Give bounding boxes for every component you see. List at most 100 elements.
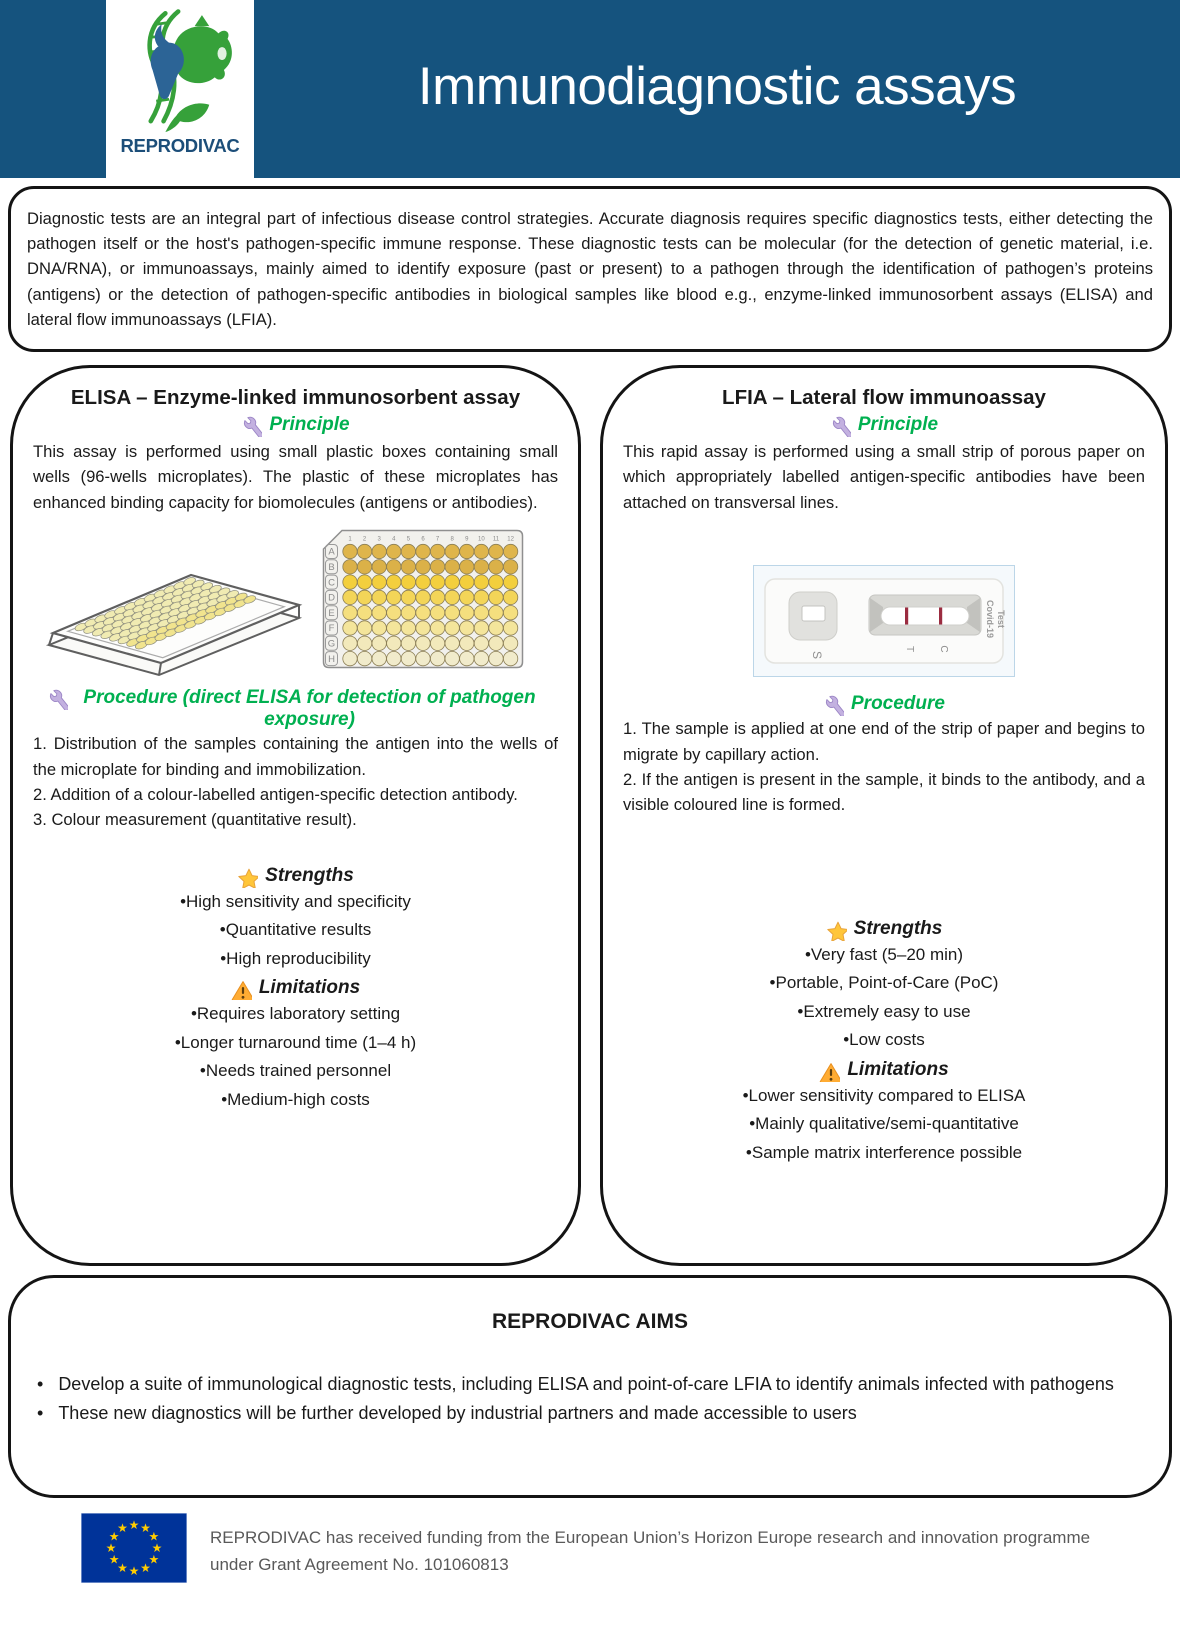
header-banner: Immunodiagnostic assays REPRODIVAC	[0, 0, 1180, 178]
svg-text:1: 1	[348, 537, 352, 543]
elisa-procedure-step: 2. Addition of a colour-labelled antigen…	[33, 785, 518, 805]
elisa-strength-item: •High sensitivity and specificity	[180, 891, 411, 911]
svg-text:6: 6	[421, 537, 425, 543]
elisa-procedure-step: 1. Distribution of the samples containin…	[33, 734, 558, 779]
svg-text:Test: Test	[996, 610, 1006, 628]
elisa-limitation-item: •Requires laboratory setting	[190, 1004, 401, 1024]
svg-text:★: ★	[140, 1561, 151, 1575]
elisa-strengths-label: Strengths	[265, 864, 354, 886]
wrench-icon	[244, 416, 263, 437]
reprodivac-logo-icon	[147, 9, 232, 133]
svg-text:C: C	[938, 646, 949, 653]
svg-text:T: T	[904, 646, 915, 652]
elisa-principle-text: This assay is performed using small plas…	[33, 442, 558, 512]
svg-text:E: E	[328, 608, 334, 619]
bullet-dot: •	[37, 1374, 44, 1394]
elisa-limitation-item: •Longer turnaround time (1–4 h)	[174, 1032, 417, 1052]
wrench-icon	[825, 696, 844, 717]
elisa-limitations-heading: Limitations	[31, 977, 560, 1001]
svg-text:10: 10	[478, 537, 485, 543]
svg-text:B: B	[328, 562, 334, 573]
svg-text:9: 9	[465, 537, 469, 543]
aims-bullet-text: These new diagnostics will be further de…	[58, 1403, 857, 1423]
svg-text:5: 5	[407, 537, 411, 543]
elisa-strength-item: •Quantitative results	[219, 920, 372, 940]
svg-text:A: A	[328, 547, 335, 558]
elisa-strengths-heading: Strengths	[31, 865, 560, 888]
svg-text:★: ★	[149, 1553, 160, 1567]
page-title: Immunodiagnostic assays	[417, 56, 1017, 116]
funding-statement: REPRODIVAC has received funding from the…	[210, 1528, 1091, 1574]
svg-text:3: 3	[378, 537, 382, 543]
elisa-strength-item: •High reproducibility	[220, 948, 371, 968]
elisa-panel: ELISA – Enzyme-linked immunosorbent assa…	[10, 365, 581, 1266]
intro-box: Diagnostic tests are an integral part of…	[8, 186, 1172, 352]
warning-icon	[231, 981, 252, 1001]
svg-text:★: ★	[109, 1530, 120, 1544]
svg-text:S: S	[810, 651, 824, 659]
lfia-strength-item: •Low costs	[843, 1030, 925, 1050]
lfia-procedure-step: 2. If the antigen is present in the samp…	[623, 770, 1145, 815]
lfia-limitation-item: •Lower sensitivity compared to ELISA	[742, 1085, 1026, 1105]
elisa-procedure-label: Procedure (direct ELISA for detection of…	[83, 687, 536, 731]
svg-text:F: F	[329, 623, 335, 634]
lfia-principle-heading: Principle	[621, 414, 1147, 437]
svg-text:4: 4	[392, 537, 396, 543]
lfia-principle-label: Principle	[857, 414, 939, 435]
lfia-limitations-heading: Limitations	[621, 1059, 1147, 1082]
lfia-strengths-heading: Strengths	[621, 918, 1147, 941]
lfia-panel: LFIA – Lateral flow immunoassay Principl…	[600, 365, 1168, 1266]
star-icon	[826, 921, 847, 941]
lfia-limitation-item: •Mainly qualitative/semi-quantitative	[749, 1114, 1019, 1134]
lfia-strength-item: •Extremely easy to use	[797, 1001, 971, 1021]
lfia-strength-item: •Very fast (5–20 min)	[804, 944, 964, 964]
wrench-icon	[832, 416, 851, 437]
aims-title: REPRODIVAC AIMS	[491, 1310, 688, 1333]
lfia-procedure-step: 1. The sample is applied at one end of t…	[623, 719, 1145, 764]
aims-bullet-text: Develop a suite of immunological diagnos…	[58, 1374, 1114, 1394]
lfia-limitations-label: Limitations	[847, 1058, 949, 1080]
aims-list: • Develop a suite of immunological diagn…	[37, 1370, 1143, 1427]
aims-bullet: • These new diagnostics will be further …	[37, 1399, 1143, 1427]
svg-text:2: 2	[363, 537, 367, 543]
lfia-title: LFIA – Lateral flow immunoassay	[722, 386, 1046, 409]
svg-text:★: ★	[140, 1521, 151, 1535]
elisa-limitation-item: •Needs trained personnel	[199, 1061, 392, 1081]
svg-text:7: 7	[436, 537, 440, 543]
svg-text:H: H	[328, 654, 335, 665]
svg-text:★: ★	[129, 1564, 140, 1578]
microplate-3d-illustration	[41, 541, 306, 681]
svg-text:G: G	[328, 639, 335, 650]
elisa-procedure-step: 3. Colour measurement (quantitative resu…	[33, 810, 357, 830]
eu-flag: ★★★★★★★★★★★★	[80, 1512, 188, 1584]
svg-text:★: ★	[117, 1521, 128, 1535]
intro-text: Diagnostic tests are an integral part of…	[27, 208, 1153, 329]
svg-text:11: 11	[493, 537, 500, 543]
lfia-strengths-label: Strengths	[853, 917, 943, 939]
elisa-principle-label: Principle	[269, 414, 350, 435]
aims-bullet: • Develop a suite of immunological diagn…	[37, 1370, 1143, 1398]
svg-text:★: ★	[129, 1518, 140, 1532]
bullet-dot: •	[37, 1403, 44, 1423]
wrench-icon	[49, 690, 68, 711]
lfia-procedure-heading: Procedure	[621, 693, 1147, 717]
lfia-procedure-label: Procedure	[851, 693, 945, 715]
elisa-principle-heading: Principle	[31, 414, 560, 437]
svg-text:★: ★	[109, 1553, 120, 1567]
lfia-principle-text: This rapid assay is performed using a sm…	[623, 442, 1145, 512]
aims-box: REPRODIVAC AIMS • Develop a suite of imm…	[8, 1275, 1172, 1498]
svg-text:12: 12	[507, 537, 514, 543]
elisa-procedure-heading: Procedure (direct ELISA for detection of…	[31, 687, 560, 731]
lfia-strength-item: •Portable, Point-of-Care (PoC)	[769, 973, 999, 993]
elisa-limitation-item: •Medium-high costs	[221, 1089, 370, 1109]
lfia-limitation-item: •Sample matrix interference possible	[745, 1142, 1023, 1162]
svg-text:C: C	[328, 578, 335, 589]
elisa-title: ELISA – Enzyme-linked immunosorbent assa…	[70, 386, 521, 409]
reprodivac-logo-text: REPRODIVAC	[120, 135, 240, 156]
svg-text:★: ★	[152, 1541, 163, 1555]
elisa-limitations-label: Limitations	[258, 977, 361, 999]
